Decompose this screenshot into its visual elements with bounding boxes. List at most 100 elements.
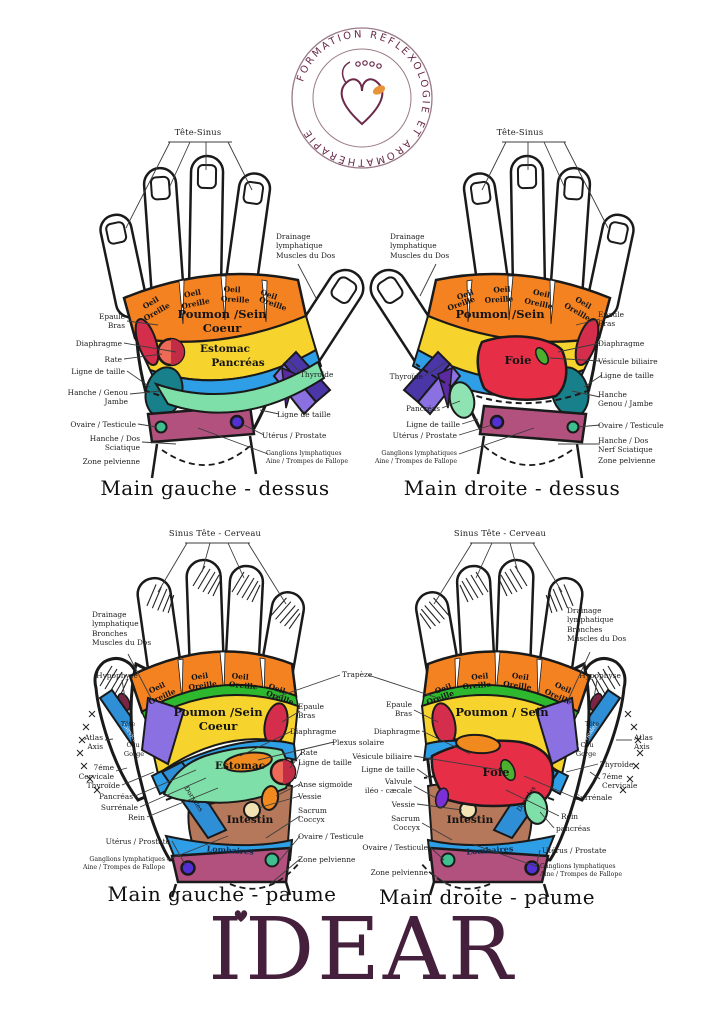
leader-line	[171, 840, 187, 867]
leader-line	[137, 423, 158, 428]
zone-label: Drainage lymphatique Muscles du Dos	[276, 232, 336, 260]
leader-line	[141, 441, 177, 445]
leader-line	[295, 761, 301, 779]
leader-line	[557, 342, 601, 353]
zone-valvule	[434, 787, 450, 809]
hand-right-back	[362, 154, 638, 480]
zone-label: pancréas	[556, 824, 591, 833]
leader-line	[166, 835, 229, 861]
zone-label: Utérus / Prostate	[542, 846, 607, 855]
zone-label: Sacrum Coccyx	[298, 806, 327, 825]
leader-line	[297, 263, 317, 299]
zone-label: Hypophyse	[96, 671, 138, 680]
svg-text:Oreille: Oreille	[503, 679, 533, 692]
zone-label: Pancréas	[405, 404, 440, 413]
leader-line	[125, 141, 171, 229]
svg-text:Coeur: Coeur	[203, 321, 243, 335]
svg-text:Intestin: Intestin	[447, 814, 494, 826]
leader-line	[475, 542, 493, 579]
zone-label: Valvule iléo - cæcale	[364, 777, 412, 796]
leader-line	[419, 263, 437, 297]
zone-label: Ligne de taille	[406, 420, 460, 429]
leader-line	[197, 427, 269, 455]
zone-rate-half	[171, 339, 184, 365]
leader-line	[563, 141, 609, 229]
zone-label: Ganglions lymphatiques Aine / Trompes de…	[82, 856, 165, 871]
zone-label: Hanche Genou / Jambe	[598, 390, 653, 409]
svg-text:Oeil: Oeil	[183, 287, 202, 299]
leader-line	[565, 763, 599, 773]
leader-line	[123, 342, 177, 353]
zone-anse-sigmoide	[260, 785, 280, 811]
zone-label: Ovaire / Testicule	[362, 843, 428, 852]
zone-label: Thyroïde	[389, 372, 423, 381]
zone-label: Sacrum Coccyx	[391, 814, 420, 833]
svg-text:Cou: Cou	[126, 741, 139, 749]
svg-text:Poumon / Sein: Poumon / Sein	[455, 705, 549, 719]
leader-line	[571, 390, 601, 398]
leader-line	[289, 751, 303, 769]
zone-label: Zone pelvienne	[370, 868, 428, 877]
svg-text:Gorge: Gorge	[124, 750, 144, 758]
leader-line	[505, 789, 560, 817]
leader-line	[287, 359, 301, 373]
brand-heart-icon	[234, 910, 248, 922]
leader-line	[134, 769, 197, 797]
leader-line	[239, 730, 293, 757]
svg-text:Cou: Cou	[580, 741, 593, 749]
zone-label: Hanche / Dos Sciatique	[89, 434, 140, 453]
zone-label: Utérus / Prostate	[105, 837, 170, 846]
svg-text:Foie: Foie	[505, 353, 532, 367]
zone-label: Rate	[104, 355, 123, 364]
leader-line	[275, 783, 301, 797]
leader-line	[367, 674, 439, 699]
svg-text:Oreille: Oreille	[462, 680, 491, 691]
zone-label: Ligne de taille	[600, 371, 654, 380]
leader-line	[139, 777, 207, 808]
logo-outer-ring	[291, 27, 433, 169]
leader-line	[421, 730, 471, 755]
leader-line	[421, 822, 453, 841]
leader-line	[458, 427, 535, 455]
zone-label: Vessie	[391, 800, 415, 809]
zone-label: Epaule Bras	[385, 700, 412, 719]
leader-line	[123, 353, 163, 360]
leader-line	[433, 542, 473, 605]
zone-label: 7éme Cervicale	[78, 763, 114, 782]
zone-label: Ligne de taille	[71, 367, 125, 376]
logo-heart-icon	[340, 60, 386, 126]
zone-pancreas	[523, 791, 549, 825]
leader-lines	[104, 141, 632, 887]
leader-line	[281, 710, 301, 723]
zone-label: Sinus Tête - Cerveau	[168, 528, 262, 538]
caption-right-palm: Main droite - paume	[378, 885, 596, 909]
svg-text:Oreille: Oreille	[221, 294, 250, 304]
leader-line	[247, 542, 287, 605]
leader-line	[416, 768, 431, 779]
zone-label: Diaphragme	[75, 339, 122, 348]
zone-label: Zone pelvienne	[298, 855, 356, 864]
leader-line	[509, 542, 519, 573]
logo-inner-ring	[312, 48, 412, 148]
svg-text:Poumon /Sein: Poumon /Sein	[455, 307, 545, 321]
zone-label: Vésicule biliaire	[598, 357, 658, 366]
zone-label: Trapèze	[342, 670, 373, 679]
zone-label: Ganglions lymphatiques Aine / Trompes de…	[540, 863, 623, 878]
leader-line	[458, 424, 493, 436]
leader-line	[269, 858, 301, 885]
zone-label: Utérus / Prostate	[392, 431, 457, 440]
leader-line	[535, 849, 541, 868]
svg-text:Oreille: Oreille	[229, 680, 258, 691]
caption-left-palm: Main gauche - paume	[107, 882, 337, 906]
svg-text:Oeil: Oeil	[471, 671, 489, 681]
leader-line	[589, 771, 601, 780]
leader-line	[481, 141, 507, 191]
leader-line	[126, 370, 151, 388]
leader-line	[429, 871, 451, 887]
leader-line	[279, 835, 301, 861]
svg-text:Intestin: Intestin	[227, 814, 274, 826]
zone-label: Ligne de taille	[361, 765, 415, 774]
leader-line	[424, 361, 447, 377]
